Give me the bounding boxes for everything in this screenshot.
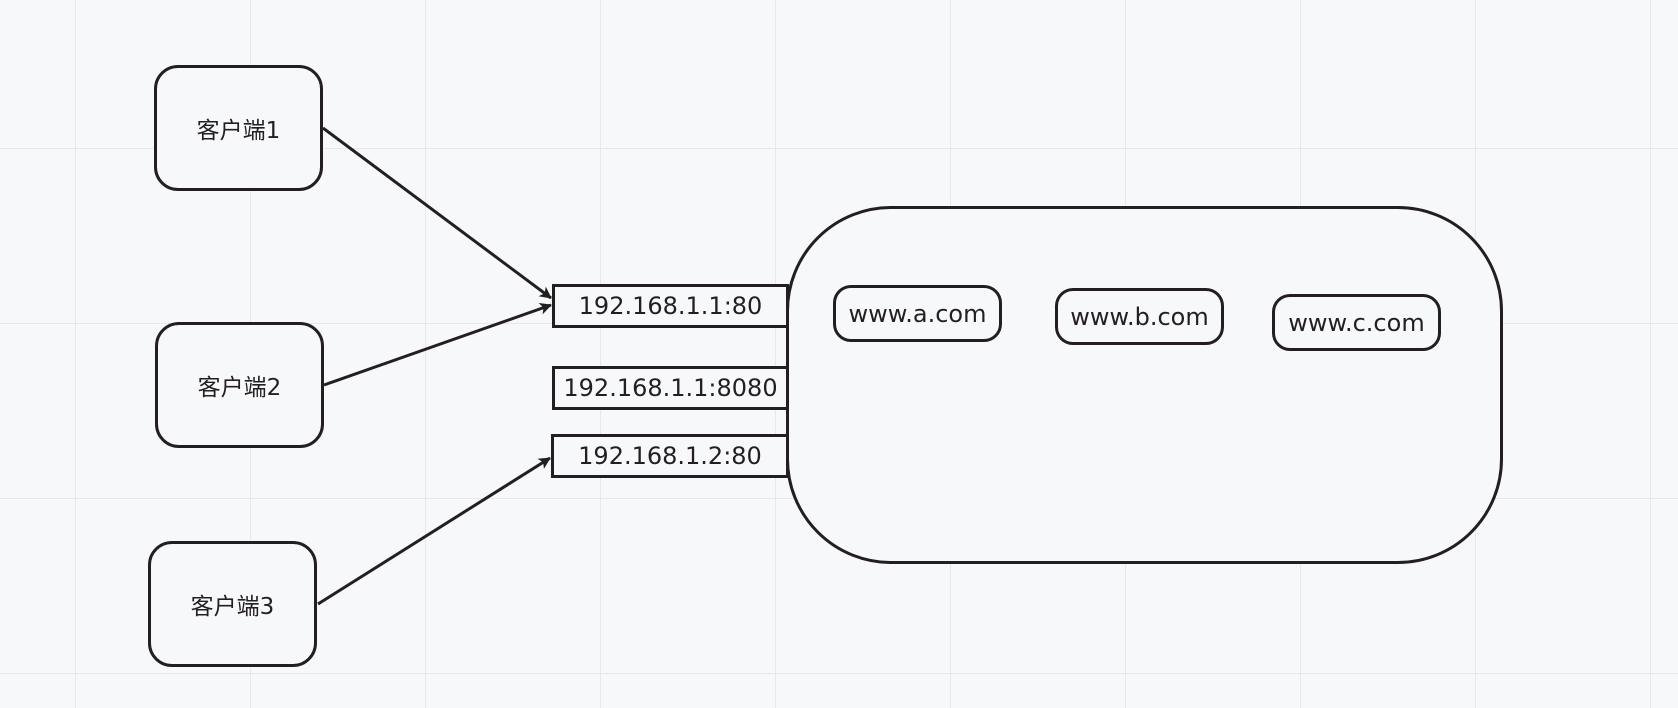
endpoint-box-3[interactable]: 192.168.1.2:80 — [551, 434, 789, 478]
client-node-1[interactable]: 客户端1 — [154, 65, 323, 191]
edge-client2-to-endpoint1 — [323, 302, 552, 387]
client-node-3[interactable]: 客户端3 — [148, 541, 317, 667]
site-label-b: www.b.com — [1070, 302, 1209, 331]
site-label-a: www.a.com — [848, 299, 987, 328]
endpoint-box-1[interactable]: 192.168.1.1:80 — [552, 284, 789, 328]
edge-client1-to-endpoint1 — [322, 126, 552, 300]
site-node-b[interactable]: www.b.com — [1055, 288, 1224, 345]
endpoint-label-1: 192.168.1.1:80 — [578, 292, 763, 320]
client-node-2[interactable]: 客户端2 — [155, 322, 324, 448]
endpoint-label-2: 192.168.1.1:8080 — [563, 374, 778, 402]
site-node-a[interactable]: www.a.com — [833, 285, 1002, 342]
client-label-2: 客户端2 — [197, 375, 282, 401]
site-node-c[interactable]: www.c.com — [1272, 294, 1441, 351]
endpoint-label-3: 192.168.1.2:80 — [578, 442, 762, 470]
client-label-3: 客户端3 — [190, 594, 275, 620]
edge-client3-to-endpoint3 — [317, 456, 551, 606]
endpoint-box-2[interactable]: 192.168.1.1:8080 — [552, 366, 789, 410]
site-label-c: www.c.com — [1288, 308, 1425, 337]
server-container[interactable] — [786, 206, 1503, 564]
client-label-1: 客户端1 — [196, 118, 281, 144]
